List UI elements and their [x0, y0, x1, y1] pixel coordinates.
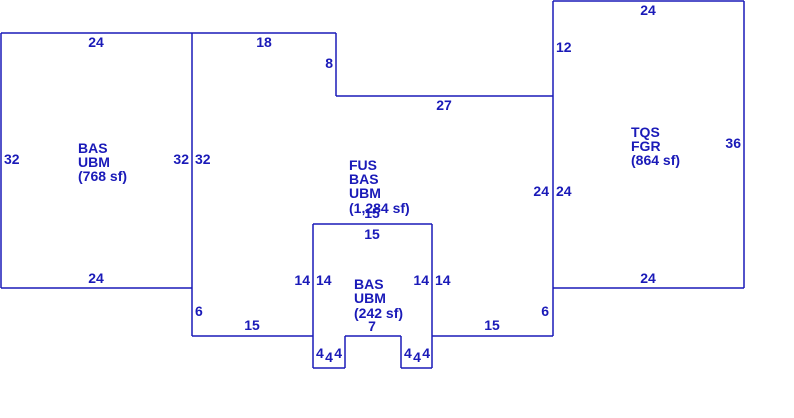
- dim-bottom-right-outer: 14: [435, 272, 451, 288]
- area-center-code-3: UBM: [349, 185, 381, 201]
- dim-foot-right-c: 4: [422, 345, 430, 361]
- area-center-size: (1,284 sf): [349, 200, 410, 216]
- dim-center-right: 24: [533, 183, 549, 199]
- dim-left-top: 24: [88, 34, 104, 50]
- dim-center-top: 18: [256, 34, 272, 50]
- area-bottom-size: (242 sf): [354, 305, 403, 321]
- area-bottom-code-1: BAS: [354, 276, 384, 292]
- dim-right-lower-left: 24: [556, 183, 572, 199]
- dim-center-left: 32: [195, 151, 211, 167]
- dim-bottom-left-inner: 14: [316, 272, 332, 288]
- dim-right-right: 36: [725, 135, 741, 151]
- area-right-code-1: TQS: [631, 124, 660, 140]
- dim-bottom-right-inner: 14: [413, 272, 429, 288]
- dim-bottom-left-outer: 14: [294, 272, 310, 288]
- area-center-code-2: BAS: [349, 171, 379, 187]
- area-right-code-2: FGR: [631, 138, 661, 154]
- area-center-code-1: FUS: [349, 157, 377, 173]
- dim-bottom-top-inner: 15: [364, 226, 380, 242]
- dim-foot-right-b: 4: [413, 349, 421, 365]
- dim-foot-left-a: 4: [316, 345, 324, 361]
- dim-center-upper: 27: [436, 97, 452, 113]
- area-bottom-code-2: UBM: [354, 290, 386, 306]
- dim-center-lower-right: 6: [541, 303, 549, 319]
- dim-foot-right-a: 4: [404, 345, 412, 361]
- dim-right-left: 12: [556, 39, 572, 55]
- dim-center-bottom-right: 15: [484, 317, 500, 333]
- labels: BAS UBM (768 sf) FUS BAS UBM (1,284 sf) …: [4, 2, 741, 365]
- dim-left-left: 32: [4, 151, 20, 167]
- dim-foot-left-b: 4: [325, 349, 333, 365]
- dim-foot-left-c: 4: [334, 345, 342, 361]
- dim-left-right: 32: [173, 151, 189, 167]
- dim-center-lower-left: 6: [195, 303, 203, 319]
- area-left-code-2: UBM: [78, 154, 110, 170]
- dim-right-top: 24: [640, 2, 656, 18]
- dim-right-bottom: 24: [640, 270, 656, 286]
- walls: [0, 0, 745, 369]
- area-left-code-1: BAS: [78, 140, 108, 156]
- area-left-size: (768 sf): [78, 168, 127, 184]
- area-right-size: (864 sf): [631, 152, 680, 168]
- dim-center-bottom-left: 15: [244, 317, 260, 333]
- dim-left-bottom: 24: [88, 270, 104, 286]
- dim-bottom-middle: 7: [368, 318, 376, 334]
- dim-bottom-top-outer: 15: [364, 205, 380, 221]
- dim-center-step: 8: [325, 55, 333, 71]
